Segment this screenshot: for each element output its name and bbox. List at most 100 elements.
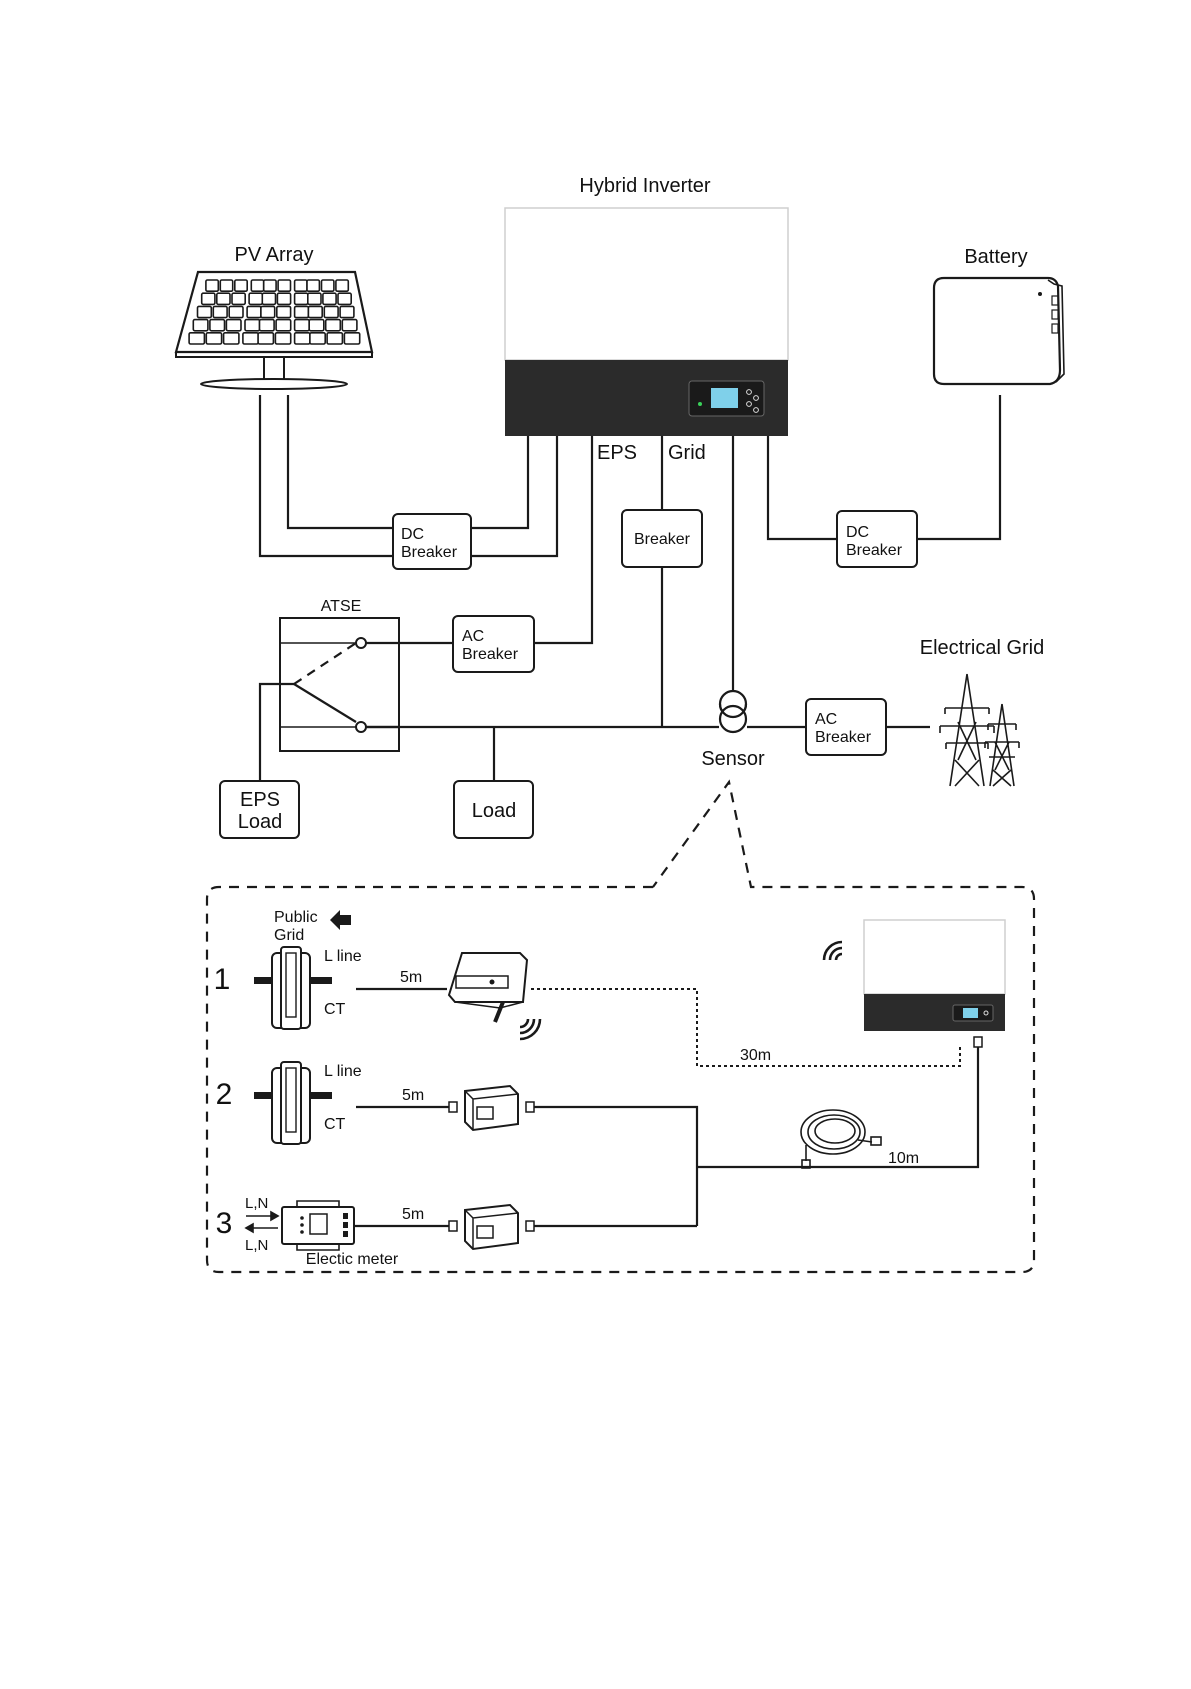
option-3-length: 5m [402, 1206, 424, 1223]
ac-breaker-eps-line1: AC [462, 628, 484, 645]
ct-clamp-1-icon [254, 947, 332, 1029]
pv-cell [213, 306, 227, 317]
pv-cell [217, 293, 230, 304]
option-2-length: 5m [402, 1087, 424, 1104]
pv-cell [308, 306, 322, 317]
pv-cell [295, 320, 310, 331]
pv-cell [338, 293, 351, 304]
pv-cell [295, 280, 307, 291]
dc-breaker-battery-line2: Breaker [846, 542, 903, 559]
atse-contact-bottom [356, 722, 366, 732]
pv-cell [258, 333, 273, 344]
electric-meter-icon [282, 1201, 354, 1250]
meter-label: Electic meter [306, 1251, 399, 1268]
breaker-grid-label: Breaker [634, 531, 691, 548]
pv-cell [326, 320, 341, 331]
pv-cell [309, 320, 324, 331]
transmission-tower-icon [940, 674, 1019, 786]
pv-cell [232, 293, 245, 304]
pv-cell [264, 280, 276, 291]
sensor-label: Sensor [701, 748, 765, 770]
rj45-coupler-2-icon [465, 1205, 518, 1249]
pv-cell [295, 293, 308, 304]
eps-load-box: EPS Load [220, 781, 299, 838]
hybrid-inverter [505, 208, 788, 436]
pv-cell [327, 333, 342, 344]
pv-cell [307, 280, 319, 291]
option-3-ln-bottom: L,N [245, 1237, 268, 1254]
wifi-signal-icon [520, 1019, 540, 1039]
load-box: Load [454, 781, 533, 838]
wireless-meter-icon [449, 953, 527, 1022]
pv-cell [295, 333, 310, 344]
pv-cell [251, 280, 263, 291]
pv-cell [324, 306, 338, 317]
atse-contact-top [356, 638, 366, 648]
battery-icon [934, 278, 1064, 384]
ac-breaker-eps-line2: Breaker [462, 646, 519, 663]
pv-cell [261, 306, 275, 317]
option-3-number: 3 [216, 1207, 233, 1240]
public-grid-line2: Grid [274, 927, 304, 944]
rj45-coupler-1-icon [465, 1086, 518, 1130]
option-3-ln-top: L,N [245, 1195, 268, 1212]
ac-breaker-grid-line2: Breaker [815, 729, 872, 746]
dc-breaker-battery-line1: DC [846, 524, 869, 541]
dc-breaker-pv-line1: DC [401, 526, 424, 543]
ac-breaker-grid: AC Breaker [806, 699, 886, 755]
pv-cell [344, 333, 359, 344]
pv-cell [340, 306, 354, 317]
option-2-ct: CT [324, 1116, 346, 1133]
wireless-length: 30m [740, 1047, 771, 1064]
pv-cell [336, 280, 348, 291]
eps-load-line2: Load [238, 811, 283, 833]
pv-cell [249, 293, 262, 304]
pv-cell [193, 320, 208, 331]
option-2-lline: L line [324, 1063, 362, 1080]
pv-cell [277, 306, 291, 317]
ac-breaker-eps: AC Breaker [453, 616, 534, 672]
pv-cell [235, 280, 247, 291]
pv-cell [243, 333, 258, 344]
pv-cell [323, 293, 336, 304]
pv-cell [202, 293, 215, 304]
electrical-grid-title: Electrical Grid [920, 637, 1044, 659]
pv-array-title: PV Array [235, 244, 314, 266]
pv-cell [229, 306, 243, 317]
pv-array-icon [176, 272, 372, 389]
sensor-icon [720, 691, 746, 732]
pv-cell [206, 280, 218, 291]
inverter-detail-icon [864, 920, 1005, 1031]
public-grid-line1: Public [274, 909, 318, 926]
pv-cell [206, 333, 221, 344]
pv-cell [310, 333, 325, 344]
pv-cell [278, 280, 290, 291]
option-1-length: 5m [400, 969, 422, 986]
dc-breaker-pv: DC Breaker [393, 514, 471, 569]
cable-length: 10m [888, 1150, 919, 1167]
atse-label: ATSE [321, 598, 362, 615]
bidirectional-arrow-icon [246, 1212, 278, 1232]
ac-breaker-grid-line1: AC [815, 711, 837, 728]
arrow-left-icon [330, 910, 351, 930]
pv-cell [260, 320, 275, 331]
dc-breaker-pv-line2: Breaker [401, 544, 458, 561]
eps-load-line1: EPS [240, 789, 280, 811]
inverter-rj45-port [974, 1037, 982, 1047]
eps-port-label: EPS [597, 442, 637, 464]
pv-cell [189, 333, 204, 344]
pv-cell [275, 333, 290, 344]
dc-breaker-battery: DC Breaker [837, 511, 917, 567]
pv-cell [262, 293, 275, 304]
pv-cell [322, 280, 334, 291]
pv-cell [198, 306, 212, 317]
option-1-number: 1 [214, 963, 231, 996]
hybrid-inverter-title: Hybrid Inverter [579, 175, 710, 197]
wifi-signal-icon [824, 942, 842, 960]
option-1-lline: L line [324, 948, 362, 965]
network-cable-icon [801, 1110, 881, 1168]
pv-cell [342, 320, 357, 331]
battery-title: Battery [964, 246, 1027, 268]
pv-cell [277, 293, 290, 304]
